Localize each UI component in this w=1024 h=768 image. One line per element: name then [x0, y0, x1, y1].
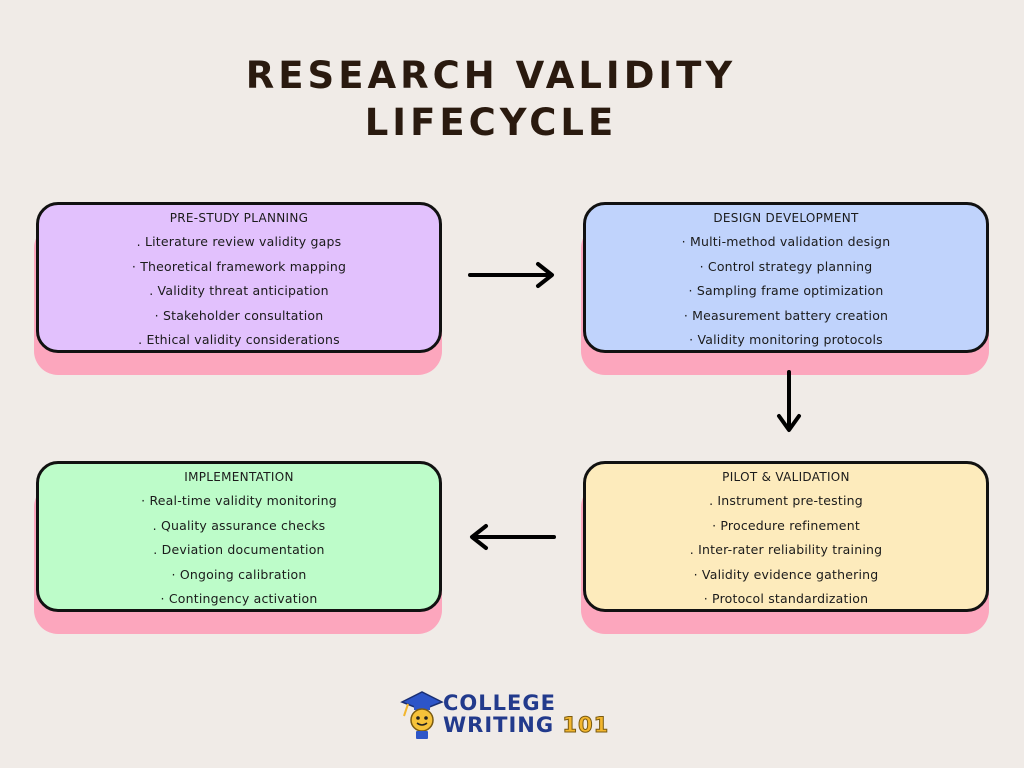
logo-number: 101 — [562, 713, 610, 738]
title-line-1: RESEARCH VALIDITY — [245, 54, 737, 97]
stage-pre-study-planning: PRE-STUDY PLANNING . Literature review v… — [34, 202, 442, 377]
stage-item: · Multi-method validation design — [681, 234, 891, 249]
stage-title: PRE-STUDY PLANNING — [169, 211, 309, 225]
stage-item: . Quality assurance checks — [152, 517, 326, 533]
arrow-left-icon — [470, 524, 556, 550]
logo-word: WRITING — [443, 713, 555, 737]
logo-line-1: COLLEGE — [443, 691, 556, 715]
logo-line-2: WRITING 101 — [443, 713, 610, 738]
stage-design-development: DESIGN DEVELOPMENT · Multi-method valida… — [581, 202, 989, 377]
stage-card: PRE-STUDY PLANNING . Literature review v… — [36, 202, 442, 353]
title-line-2: LIFECYCLE — [364, 101, 618, 144]
stage-item: . Validity threat anticipation — [149, 283, 329, 299]
stage-item: · Procedure refinement — [712, 517, 860, 533]
college-writing-logo: COLLEGE WRITING 101 — [398, 688, 618, 742]
stage-item: · Stakeholder consultation — [154, 307, 324, 323]
stage-card: DESIGN DEVELOPMENT · Multi-method valida… — [583, 202, 989, 353]
stage-implementation: IMPLEMENTATION · Real-time validity moni… — [34, 461, 442, 636]
stage-item-list: . Instrument pre-testing · Procedure ref… — [586, 489, 986, 612]
stage-item: . Inter-rater reliability training — [689, 542, 883, 558]
stage-item: · Validity evidence gathering — [693, 566, 879, 582]
stage-title: DESIGN DEVELOPMENT — [713, 211, 859, 225]
stage-item: . Deviation documentation — [153, 542, 325, 558]
stage-item: . Literature review validity gaps — [136, 234, 342, 249]
stage-title: IMPLEMENTATION — [184, 470, 294, 484]
stage-item: · Contingency activation — [160, 591, 318, 607]
arrow-right-icon — [468, 262, 554, 288]
stage-item-list: · Real-time validity monitoring . Qualit… — [39, 489, 439, 612]
stage-item: · Sampling frame optimization — [688, 283, 884, 299]
stage-item: · Protocol standardization — [703, 591, 869, 607]
stage-item: · Ongoing calibration — [171, 566, 307, 582]
stage-title: PILOT & VALIDATION — [722, 470, 850, 484]
stage-item: · Validity monitoring protocols — [689, 332, 883, 348]
stage-card: IMPLEMENTATION · Real-time validity moni… — [36, 461, 442, 612]
stage-card: PILOT & VALIDATION . Instrument pre-test… — [583, 461, 989, 612]
stage-item-list: . Literature review validity gaps · Theo… — [39, 230, 439, 353]
page-title: RESEARCH VALIDITY LIFECYCLE — [0, 52, 982, 146]
stage-item: · Theoretical framework mapping — [131, 258, 347, 274]
stage-pilot-validation: PILOT & VALIDATION . Instrument pre-test… — [581, 461, 989, 636]
stage-item: . Instrument pre-testing — [709, 493, 863, 508]
arrow-down-icon — [777, 370, 801, 432]
mascot-icon — [400, 691, 444, 739]
stage-item: · Measurement battery creation — [683, 307, 889, 323]
stage-item-list: · Multi-method validation design · Contr… — [586, 230, 986, 353]
stage-item: . Ethical validity considerations — [138, 332, 340, 348]
stage-item: · Control strategy planning — [699, 258, 873, 274]
stage-item: · Real-time validity monitoring — [141, 493, 337, 508]
